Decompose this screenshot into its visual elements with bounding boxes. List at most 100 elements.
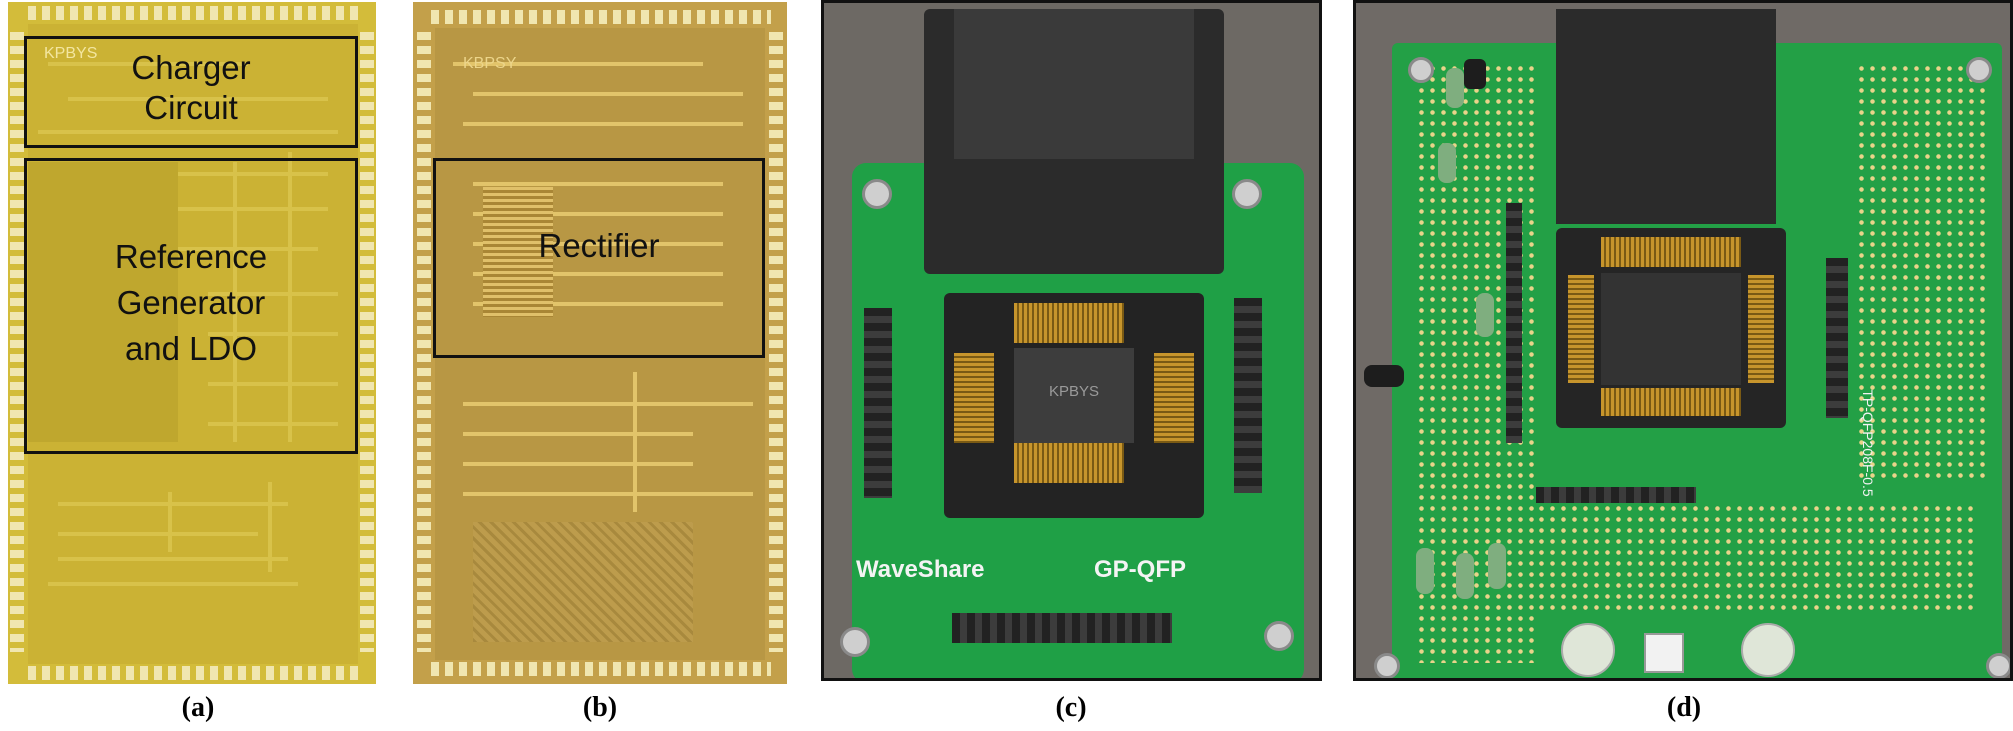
- trace: [38, 130, 338, 134]
- trace: [463, 462, 693, 466]
- socket-contacts-bottom: [1014, 443, 1124, 483]
- trace: [473, 92, 743, 96]
- trace: [48, 172, 328, 176]
- mount-hole: [1966, 57, 1992, 83]
- resistor: [1488, 543, 1506, 589]
- trace: [268, 482, 272, 572]
- rectifier-label: Rectifier: [538, 227, 660, 264]
- capacitor: [1364, 365, 1404, 387]
- charger-circuit-box: [24, 36, 358, 148]
- socket-contacts-top: [1014, 303, 1124, 343]
- trace: [58, 502, 288, 506]
- mount-hole: [1408, 57, 1434, 83]
- trace: [473, 182, 723, 186]
- pin-header-bottom: [1536, 487, 1696, 503]
- socket-contacts-left: [1568, 275, 1594, 383]
- round-pad: [1561, 623, 1615, 677]
- socket-contacts-right: [1154, 353, 1194, 443]
- brand-text: WaveShare: [856, 556, 985, 583]
- resistor: [1456, 553, 1474, 599]
- caption-b: (b): [582, 692, 618, 723]
- bond-pads-right: [360, 32, 374, 652]
- die-photo-b: KBPSY Rectifier: [413, 2, 787, 684]
- bond-pads-top: [431, 10, 771, 24]
- trace: [473, 272, 723, 276]
- pin-header-right: [1234, 298, 1262, 493]
- trace: [68, 97, 328, 101]
- bond-pads-bottom: [28, 666, 358, 680]
- trace: [463, 492, 753, 496]
- mount-hole: [1232, 179, 1262, 209]
- die-photo-a: KPBYS Charger Circuit Reference Generato…: [8, 2, 376, 684]
- trace: [58, 557, 288, 561]
- bond-pads-top: [28, 6, 358, 20]
- capacitor: [1464, 59, 1486, 89]
- trace: [208, 382, 338, 386]
- chip-mark: KPBYS: [44, 45, 98, 62]
- trace: [168, 492, 172, 552]
- socket-contacts-bottom: [1601, 388, 1741, 416]
- socket-contacts-top: [1601, 237, 1741, 267]
- fill-pattern: [473, 522, 693, 642]
- caption-c: (c): [1055, 692, 1087, 723]
- bond-pads-left: [10, 32, 24, 652]
- bond-pads-bottom: [431, 662, 771, 676]
- trace: [208, 292, 338, 296]
- trace: [473, 242, 723, 246]
- prototype-board-photo-d: TP-QFP208F-0.5: [1353, 0, 2013, 681]
- mount-hole: [840, 627, 870, 657]
- resistor: [1446, 68, 1464, 108]
- pin-header-left: [864, 308, 892, 498]
- socket-contacts-right: [1748, 275, 1774, 383]
- pin-header-bottom: [952, 613, 1172, 643]
- socket-lid: [1556, 9, 1776, 224]
- caption-a: (a): [181, 692, 215, 723]
- trace: [208, 422, 338, 426]
- trace: [473, 212, 723, 216]
- round-pad: [1741, 623, 1795, 677]
- pin-header-left: [1506, 203, 1522, 443]
- trace: [453, 62, 703, 66]
- bond-pads-right: [769, 32, 783, 652]
- trace: [58, 532, 258, 536]
- mount-hole: [1374, 653, 1400, 678]
- chip-mark: KPBYS: [1048, 383, 1100, 400]
- rectifier-box: [433, 158, 765, 358]
- qfp-chip: [1601, 273, 1741, 385]
- trace: [463, 122, 743, 126]
- charger-circuit-label: Charger Circuit: [131, 49, 251, 126]
- resistor: [1416, 548, 1434, 594]
- trace: [633, 372, 637, 512]
- trace: [48, 62, 248, 66]
- trace: [463, 432, 693, 436]
- socket-lid-top: [954, 9, 1194, 159]
- caption-d: (d): [1666, 692, 1702, 723]
- perf-grid-right: [1856, 63, 1986, 483]
- rectifier-array: [483, 187, 553, 317]
- pin-header-right: [1826, 258, 1848, 418]
- mount-hole: [862, 179, 892, 209]
- trace: [98, 247, 318, 251]
- socket-contacts-left: [954, 353, 994, 443]
- bond-pads-left: [417, 32, 431, 652]
- board-text: GP-QFP: [1094, 556, 1187, 583]
- reference-generator-label: Reference Generator and LDO: [114, 238, 268, 368]
- trace: [473, 302, 723, 306]
- mount-hole: [1986, 653, 2010, 678]
- trace: [463, 402, 753, 406]
- trace: [48, 582, 298, 586]
- ldo-block: [28, 162, 178, 442]
- trace: [88, 207, 328, 211]
- qfp-chip: [1014, 348, 1134, 443]
- terminal-block: [1644, 633, 1684, 673]
- trace: [208, 332, 338, 336]
- mount-hole: [1264, 621, 1294, 651]
- board-text: TP-QFP208F-0.5: [1860, 389, 1876, 497]
- chip-mark: KBPSY: [463, 55, 517, 72]
- reference-generator-box: [24, 158, 358, 454]
- resistor: [1438, 143, 1456, 183]
- perf-grid-bottom: [1536, 503, 1976, 613]
- trace: [233, 162, 237, 442]
- resistor: [1476, 293, 1494, 337]
- socket-board-photo-c: KPBYS WaveShare GP-QFP: [821, 0, 1322, 681]
